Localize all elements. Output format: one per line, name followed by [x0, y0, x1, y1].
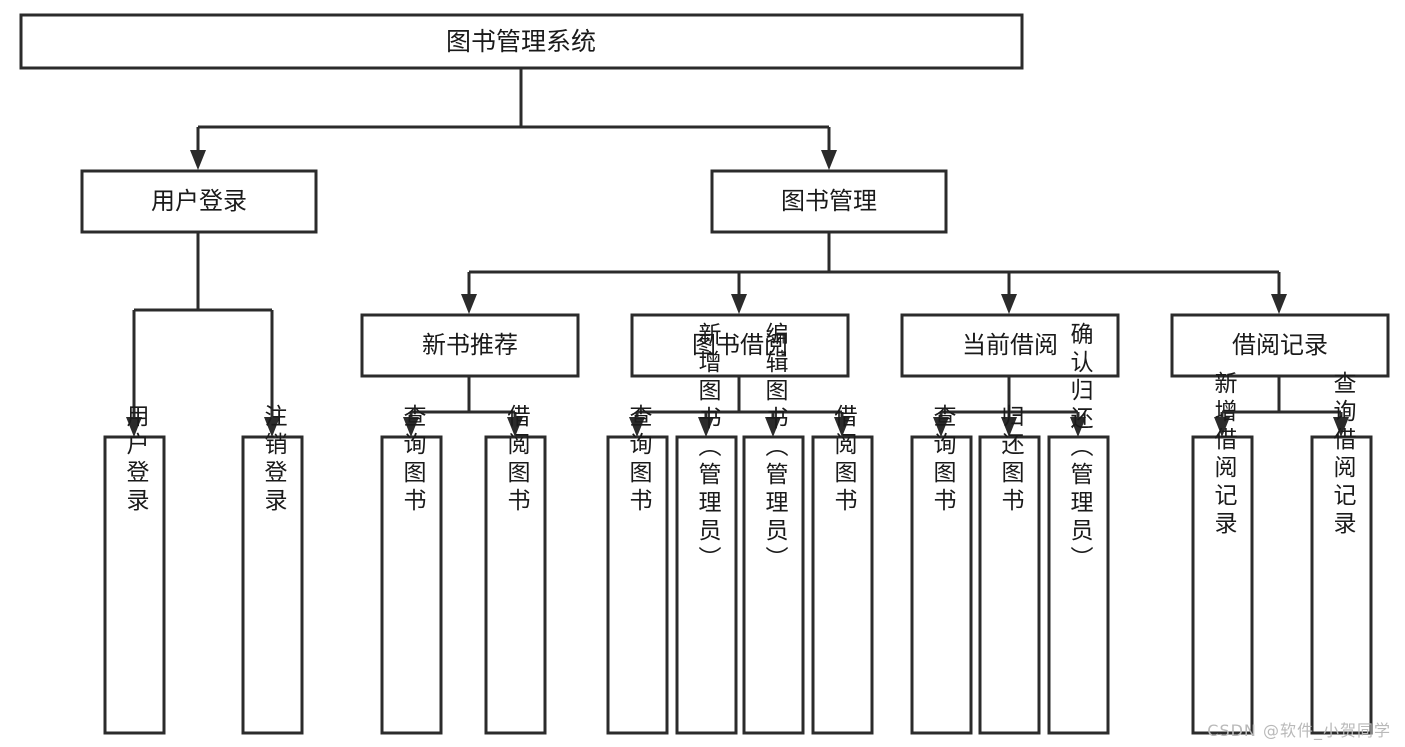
leaf-newbook-query-box[interactable] [380, 435, 443, 735]
leaf-borrowrecord-add-box[interactable] [1191, 435, 1254, 735]
leaf-currentborrow-return-box[interactable] [978, 435, 1041, 735]
node-borrow-record[interactable]: 借阅记录 [1170, 313, 1390, 378]
arrowhead-currentborrow-leaf-3 [1070, 417, 1086, 437]
arrowhead-user-login [190, 150, 206, 170]
arrowhead-new-book [461, 294, 477, 314]
leaf-currentborrow-query-box[interactable] [910, 435, 973, 735]
node-new-book-recommend-label: 新书推荐 [422, 331, 518, 359]
arrowhead-bookborrow-leaf-4 [834, 417, 850, 437]
arrowhead-book-manage [821, 150, 837, 170]
leaf-node[interactable]: 新增借阅记录 [1191, 371, 1254, 735]
leaf-user-login-label: 用户登录 [122, 404, 150, 516]
leaf-node[interactable]: 查询图书 [910, 404, 973, 735]
leaf-borrowrecord-add-label: 新增借阅记录 [1210, 371, 1238, 539]
node-current-borrow-label: 当前借阅 [962, 331, 1058, 359]
leaf-currentborrow-query-label: 查询图书 [929, 404, 957, 516]
leaf-logout-label: 注销登录 [260, 404, 288, 516]
node-current-borrow-box[interactable] [900, 313, 1120, 378]
node-current-borrow[interactable]: 当前借阅 [900, 313, 1120, 378]
leaf-bookborrow-add-label: 新增图书（管理员） [694, 322, 722, 574]
leaf-newbook-borrow-box[interactable] [484, 435, 547, 735]
arrowhead-currentborrow-leaf-1 [933, 417, 949, 437]
leaf-borrowrecord-query-label: 查询借阅记录 [1329, 371, 1357, 539]
leaf-node[interactable]: 借阅图书 [484, 404, 547, 735]
node-book-manage[interactable]: 图书管理 [710, 169, 948, 234]
node-user-login-box[interactable] [80, 169, 318, 234]
leaf-bookborrow-query-label: 查询图书 [625, 404, 653, 516]
arrowhead-bookborrow-leaf-1 [629, 417, 645, 437]
leaf-currentborrow-confirm-label: 确认归还（管理员） [1066, 322, 1094, 574]
csdn-watermark: CSDN @软件_小贺同学 [1207, 721, 1391, 740]
arrowhead-bookborrow-leaf-2 [698, 417, 714, 437]
node-user-login[interactable]: 用户登录 [80, 169, 318, 234]
node-book-borrow-label: 图书借阅 [692, 331, 788, 359]
leaf-user-login-box[interactable] [103, 435, 166, 735]
arrowhead-borrowrecord-leaf-1 [1214, 417, 1230, 437]
leaf-node[interactable]: 编辑图书（管理员） [742, 322, 805, 735]
leaf-bookborrow-add-box[interactable] [675, 435, 738, 735]
leaf-bookborrow-query-box[interactable] [606, 435, 669, 735]
leaf-logout-box[interactable] [241, 435, 304, 735]
connector-layer [126, 68, 1349, 437]
leaf-node[interactable]: 查询图书 [380, 404, 443, 735]
leaf-node[interactable]: 注销登录 [241, 404, 304, 735]
leaf-node[interactable]: 查询借阅记录 [1310, 371, 1373, 735]
arrowhead-leaf-user-login [126, 417, 142, 437]
leaf-node[interactable]: 确认归还（管理员） [1047, 322, 1110, 735]
leaf-node[interactable]: 查询图书 [606, 404, 669, 735]
node-root[interactable]: 图书管理系统 [19, 13, 1024, 70]
leaf-bookborrow-borrow-label: 借阅图书 [830, 404, 858, 516]
leaf-currentborrow-confirm-box[interactable] [1047, 435, 1110, 735]
leaf-bookborrow-borrow-box[interactable] [811, 435, 874, 735]
leaf-bookborrow-edit-label: 编辑图书（管理员） [761, 322, 789, 574]
arrowhead-current-borrow [1001, 294, 1017, 314]
arrowhead-newbook-leaf-1 [403, 417, 419, 437]
arrowhead-borrow-record [1271, 294, 1287, 314]
node-borrow-record-label: 借阅记录 [1232, 331, 1328, 359]
node-book-borrow-box[interactable] [630, 313, 850, 378]
leaf-newbook-borrow-label: 借阅图书 [503, 404, 531, 516]
leaf-borrowrecord-query-box[interactable] [1310, 435, 1373, 735]
arrowhead-currentborrow-leaf-2 [1001, 417, 1017, 437]
leaf-node[interactable]: 新增图书（管理员） [675, 322, 738, 735]
leaf-node[interactable]: 归还图书 [978, 404, 1041, 735]
arrowhead-leaf-logout [264, 417, 280, 437]
arrowhead-bookborrow-leaf-3 [765, 417, 781, 437]
node-root-label: 图书管理系统 [446, 27, 596, 56]
node-user-login-label: 用户登录 [151, 187, 247, 215]
leaf-currentborrow-return-label: 归还图书 [997, 404, 1025, 516]
leaf-node[interactable]: 借阅图书 [811, 404, 874, 735]
arrowhead-newbook-leaf-2 [507, 417, 523, 437]
arrowhead-borrowrecord-leaf-2 [1333, 417, 1349, 437]
leaf-newbook-query-label: 查询图书 [399, 404, 427, 516]
node-new-book-recommend[interactable]: 新书推荐 [360, 313, 580, 378]
leaf-bookborrow-edit-box[interactable] [742, 435, 805, 735]
node-book-manage-label: 图书管理 [781, 187, 877, 215]
leaf-node[interactable]: 用户登录 [103, 404, 166, 735]
node-borrow-record-box[interactable] [1170, 313, 1390, 378]
node-root-box[interactable] [19, 13, 1024, 70]
node-new-book-recommend-box[interactable] [360, 313, 580, 378]
arrowhead-book-borrow [731, 294, 747, 314]
node-book-borrow[interactable]: 图书借阅 [630, 313, 850, 378]
node-book-manage-box[interactable] [710, 169, 948, 234]
